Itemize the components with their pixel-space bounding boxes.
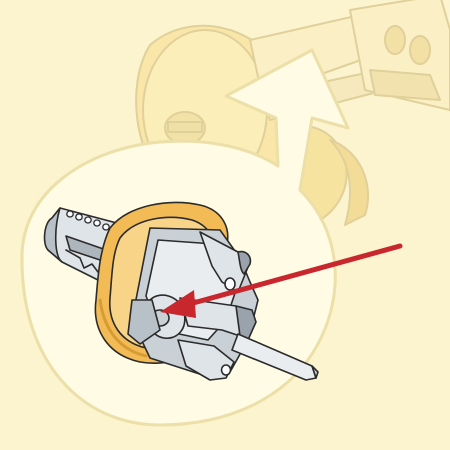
bottom-tab bbox=[177, 339, 235, 381]
red-arrow-head bbox=[160, 290, 196, 318]
brass-rose-edge bbox=[98, 298, 148, 358]
faded-latch-hole-2 bbox=[409, 35, 431, 65]
faded-keyway bbox=[167, 121, 203, 133]
red-arrow-shaft bbox=[183, 243, 403, 308]
pin-holes bbox=[66, 210, 110, 231]
faded-rear-edge bbox=[329, 139, 370, 226]
spindle-rod-tip bbox=[311, 365, 319, 379]
bottom-tab-hole bbox=[220, 364, 232, 376]
faded-latch-hole-1 bbox=[384, 25, 406, 55]
upper-arm-hole bbox=[224, 277, 236, 291]
keyway-notch bbox=[65, 249, 99, 273]
cylinder-plug-face bbox=[43, 207, 63, 263]
spindle-rod bbox=[231, 333, 317, 381]
lower-arm-end bbox=[235, 305, 257, 341]
retractor-bracket bbox=[127, 299, 161, 345]
red-pointer-arrow-icon bbox=[160, 243, 403, 318]
faded-latch-bolt bbox=[369, 69, 441, 101]
upper-arm-end bbox=[237, 250, 252, 275]
